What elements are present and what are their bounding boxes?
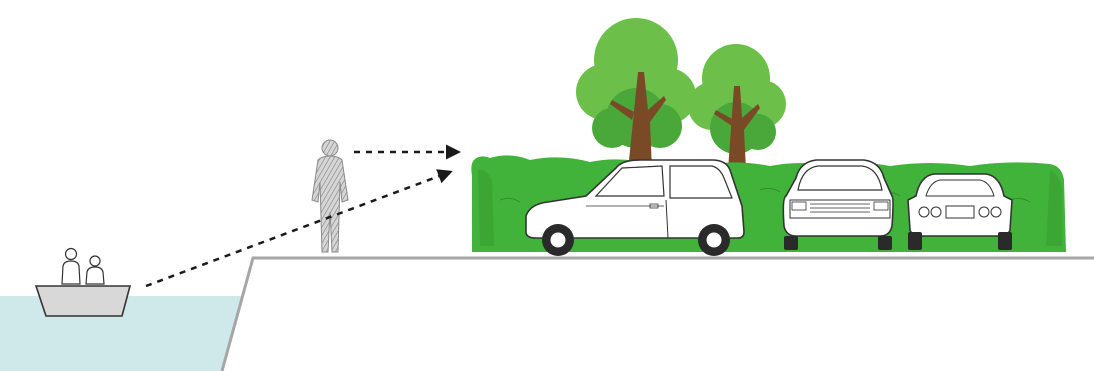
embankment-line xyxy=(222,258,1094,371)
sight-line-arrow-icon xyxy=(146,172,450,286)
tree-icon xyxy=(688,44,786,170)
standing-person-icon xyxy=(312,140,348,252)
person-in-boat-icon xyxy=(86,256,104,284)
boat-icon xyxy=(36,249,130,317)
tree-icon xyxy=(576,18,696,170)
car-front-icon xyxy=(783,160,893,250)
person-in-boat-icon xyxy=(62,249,80,285)
